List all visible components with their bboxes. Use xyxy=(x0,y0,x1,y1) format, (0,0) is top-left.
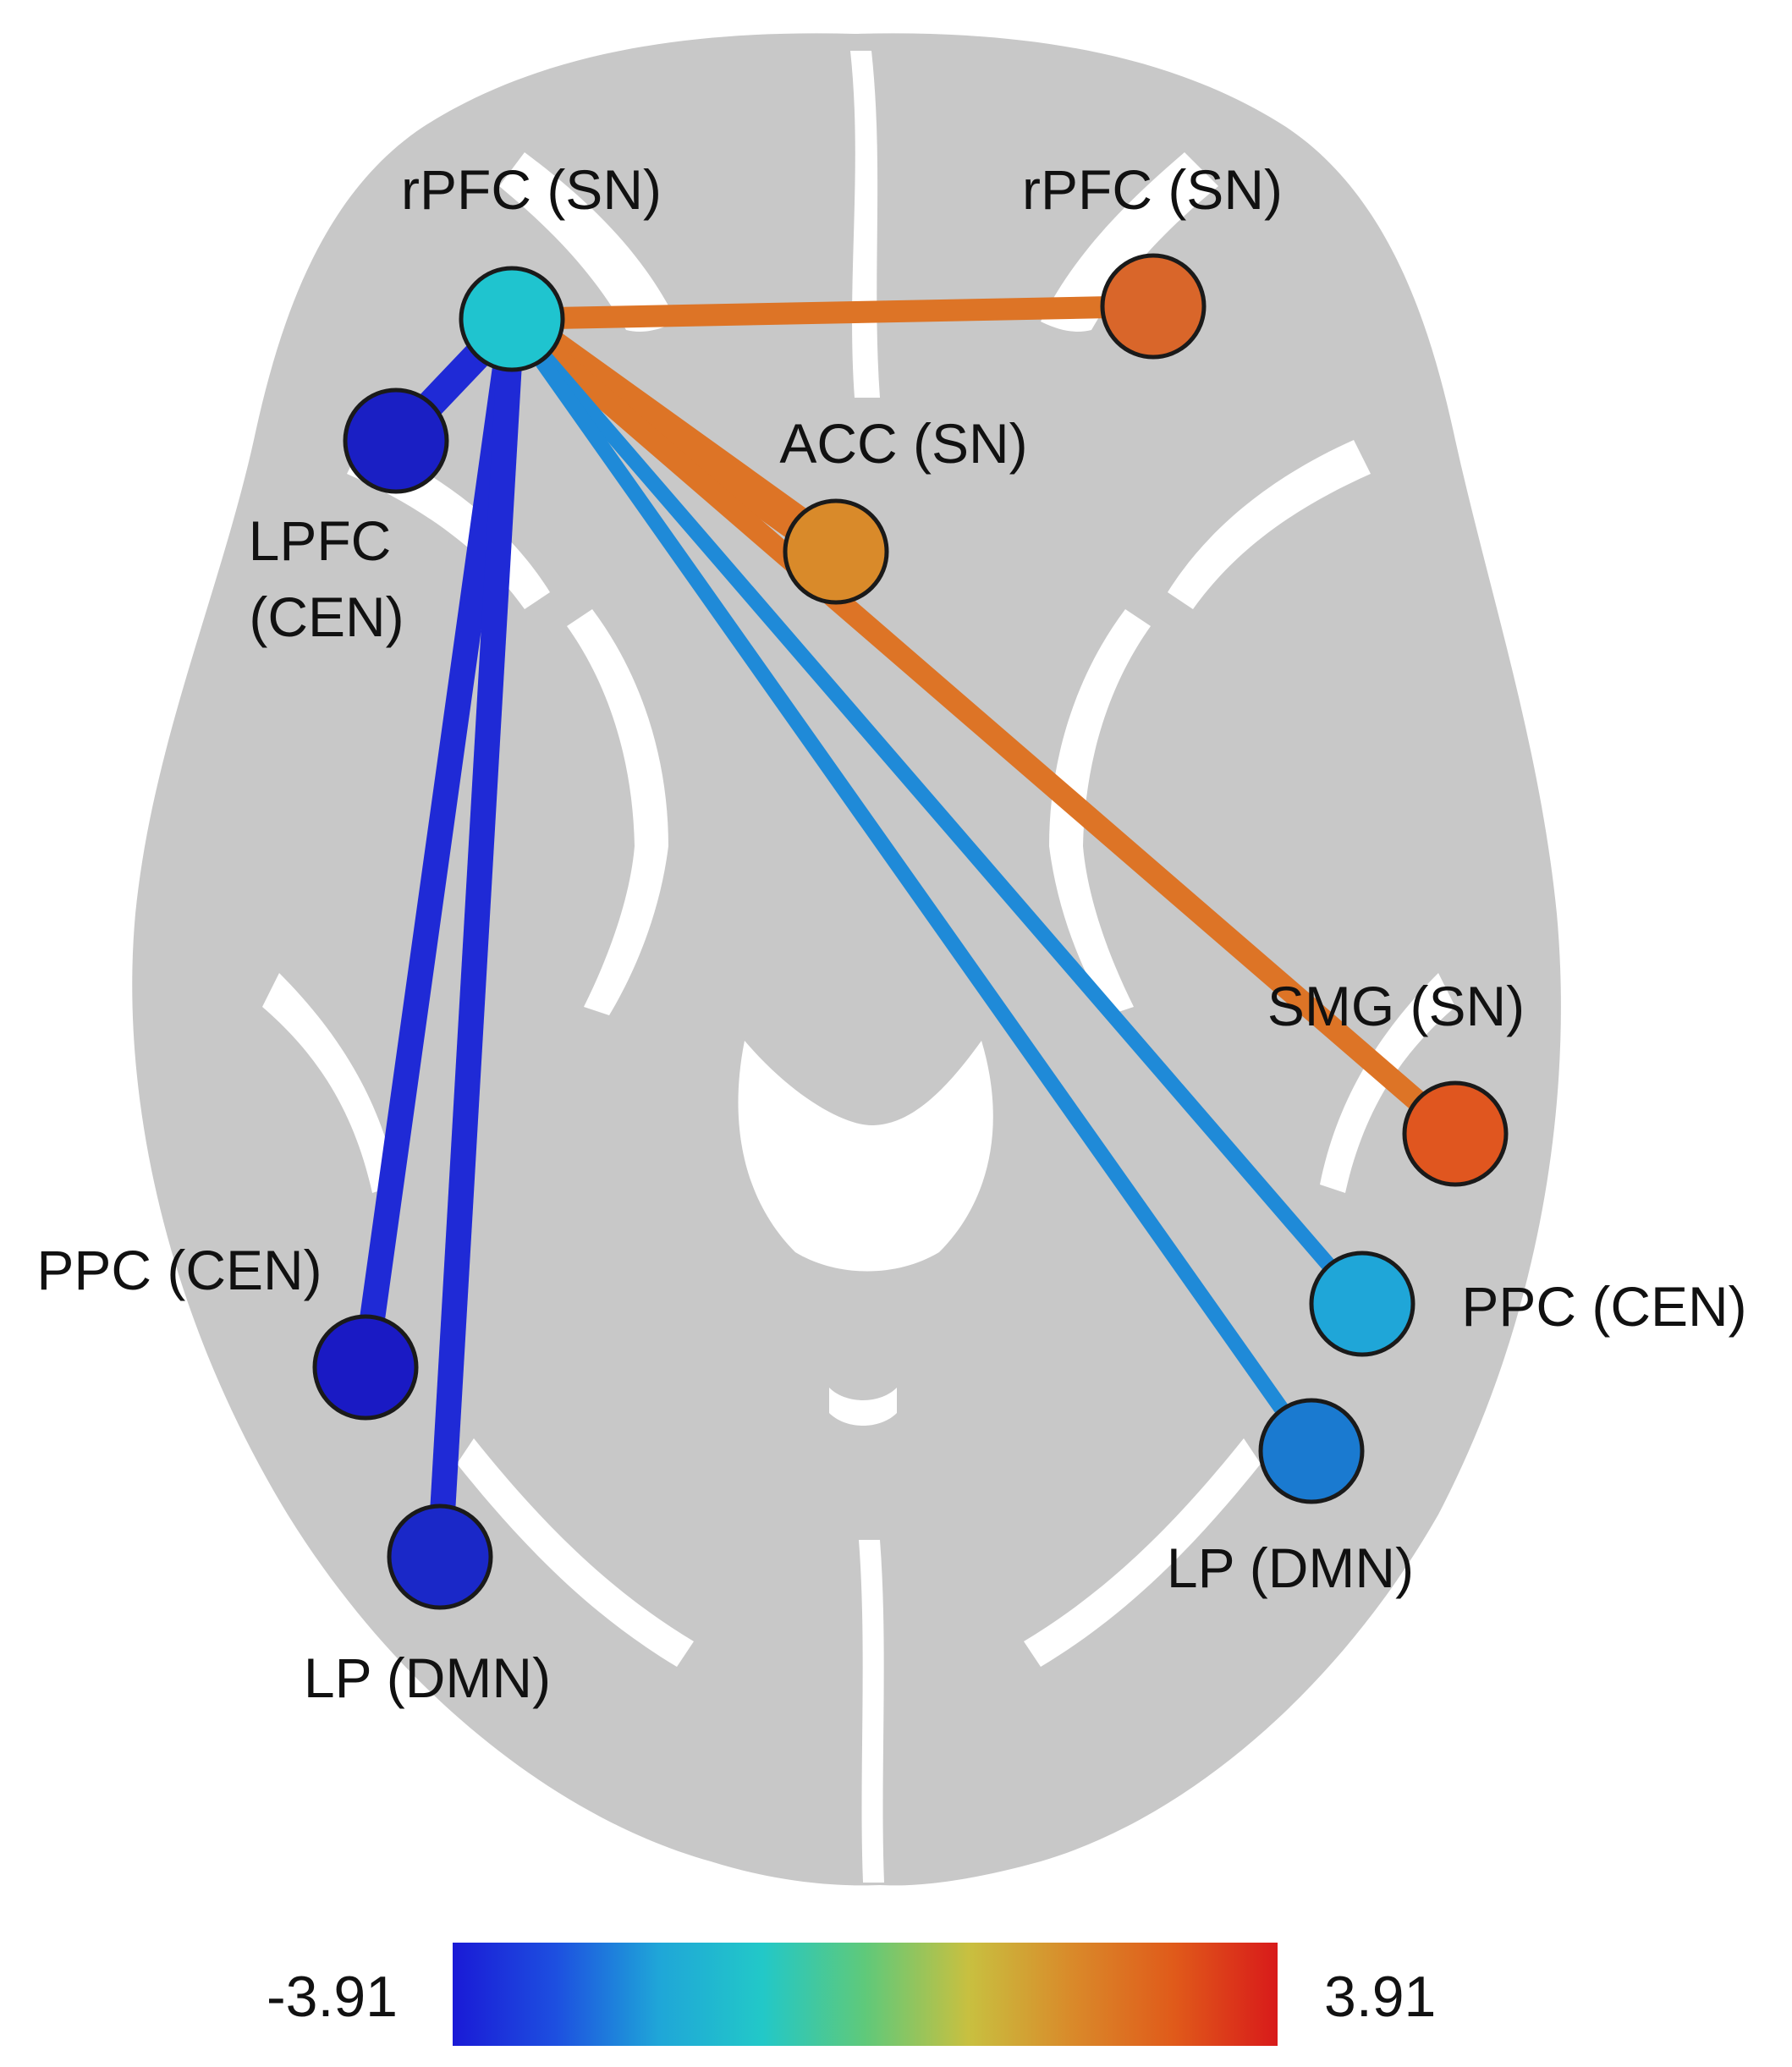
connection-edges xyxy=(353,295,1463,1558)
edge-rpfc-left-rpfc-right xyxy=(511,295,1154,330)
label-ppc-left: PPC (CEN) xyxy=(36,1239,322,1301)
edge-rpfc-left-ppc-right xyxy=(506,314,1368,1309)
edge-rpfc-left-smg xyxy=(504,311,1463,1142)
node-smg xyxy=(1402,1080,1509,1187)
edge-rpfc-left-lp-left xyxy=(427,318,525,1558)
label-lp-right: LP (DMN) xyxy=(1167,1537,1414,1599)
node-lpfc xyxy=(343,388,449,494)
edge-rpfc-left-ppc-left xyxy=(353,316,525,1370)
label-ppc-right: PPC (CEN) xyxy=(1461,1275,1746,1338)
label-rpfc-left: rPFC (SN) xyxy=(401,158,662,221)
node-ppc-right xyxy=(1309,1251,1415,1357)
node-ppc-left xyxy=(312,1314,419,1421)
label-lpfc-line2: (CEN) xyxy=(249,585,404,648)
node-labels: rPFC (SN) rPFC (SN) ACC (SN) LPFC (CEN) … xyxy=(36,158,1746,1709)
colorbar-min-label: -3.91 xyxy=(267,1965,398,2029)
node-lp-left xyxy=(387,1504,493,1610)
edge-rpfc-left-lp-right xyxy=(505,314,1318,1456)
colorbar-max-label: 3.91 xyxy=(1324,1965,1436,2029)
network-nodes xyxy=(312,253,1509,1610)
label-lp-left: LP (DMN) xyxy=(304,1646,551,1709)
label-rpfc-right: rPFC (SN) xyxy=(1022,158,1283,221)
node-rpfc-right xyxy=(1100,253,1207,360)
node-acc xyxy=(783,498,889,605)
label-smg: SMG (SN) xyxy=(1267,975,1525,1037)
label-lpfc-line1: LPFC xyxy=(249,509,392,572)
node-rpfc-left xyxy=(459,266,565,372)
node-lp-right xyxy=(1258,1398,1365,1504)
colorbar-bar xyxy=(453,1943,1278,2046)
label-acc: ACC (SN) xyxy=(779,412,1027,475)
colorbar: -3.91 3.91 xyxy=(267,1943,1436,2046)
